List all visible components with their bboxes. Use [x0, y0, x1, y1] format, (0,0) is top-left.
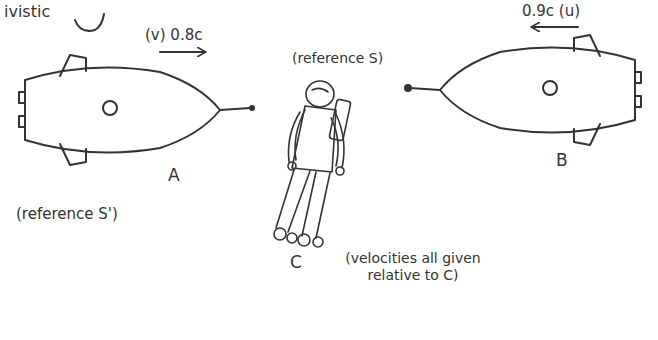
- velocity-label: (v) 0.8c: [145, 26, 202, 44]
- rocket-a: [19, 55, 254, 165]
- note: (velocities all given relative to C): [338, 250, 488, 284]
- velocity-arrow: [532, 26, 578, 28]
- rocket-b: [405, 35, 641, 145]
- astronaut: [274, 81, 351, 247]
- heading-fragment: ivistic: [4, 2, 50, 21]
- reference-label: (reference S): [292, 50, 383, 67]
- velocity-label: 0.9c (u): [522, 2, 580, 20]
- scribble: [75, 14, 104, 31]
- person-name: C: [290, 252, 302, 272]
- ship-name: B: [556, 150, 568, 170]
- velocity-arrow: [160, 51, 205, 53]
- ship-name: A: [168, 165, 180, 185]
- reference-label: (reference S'): [16, 205, 118, 223]
